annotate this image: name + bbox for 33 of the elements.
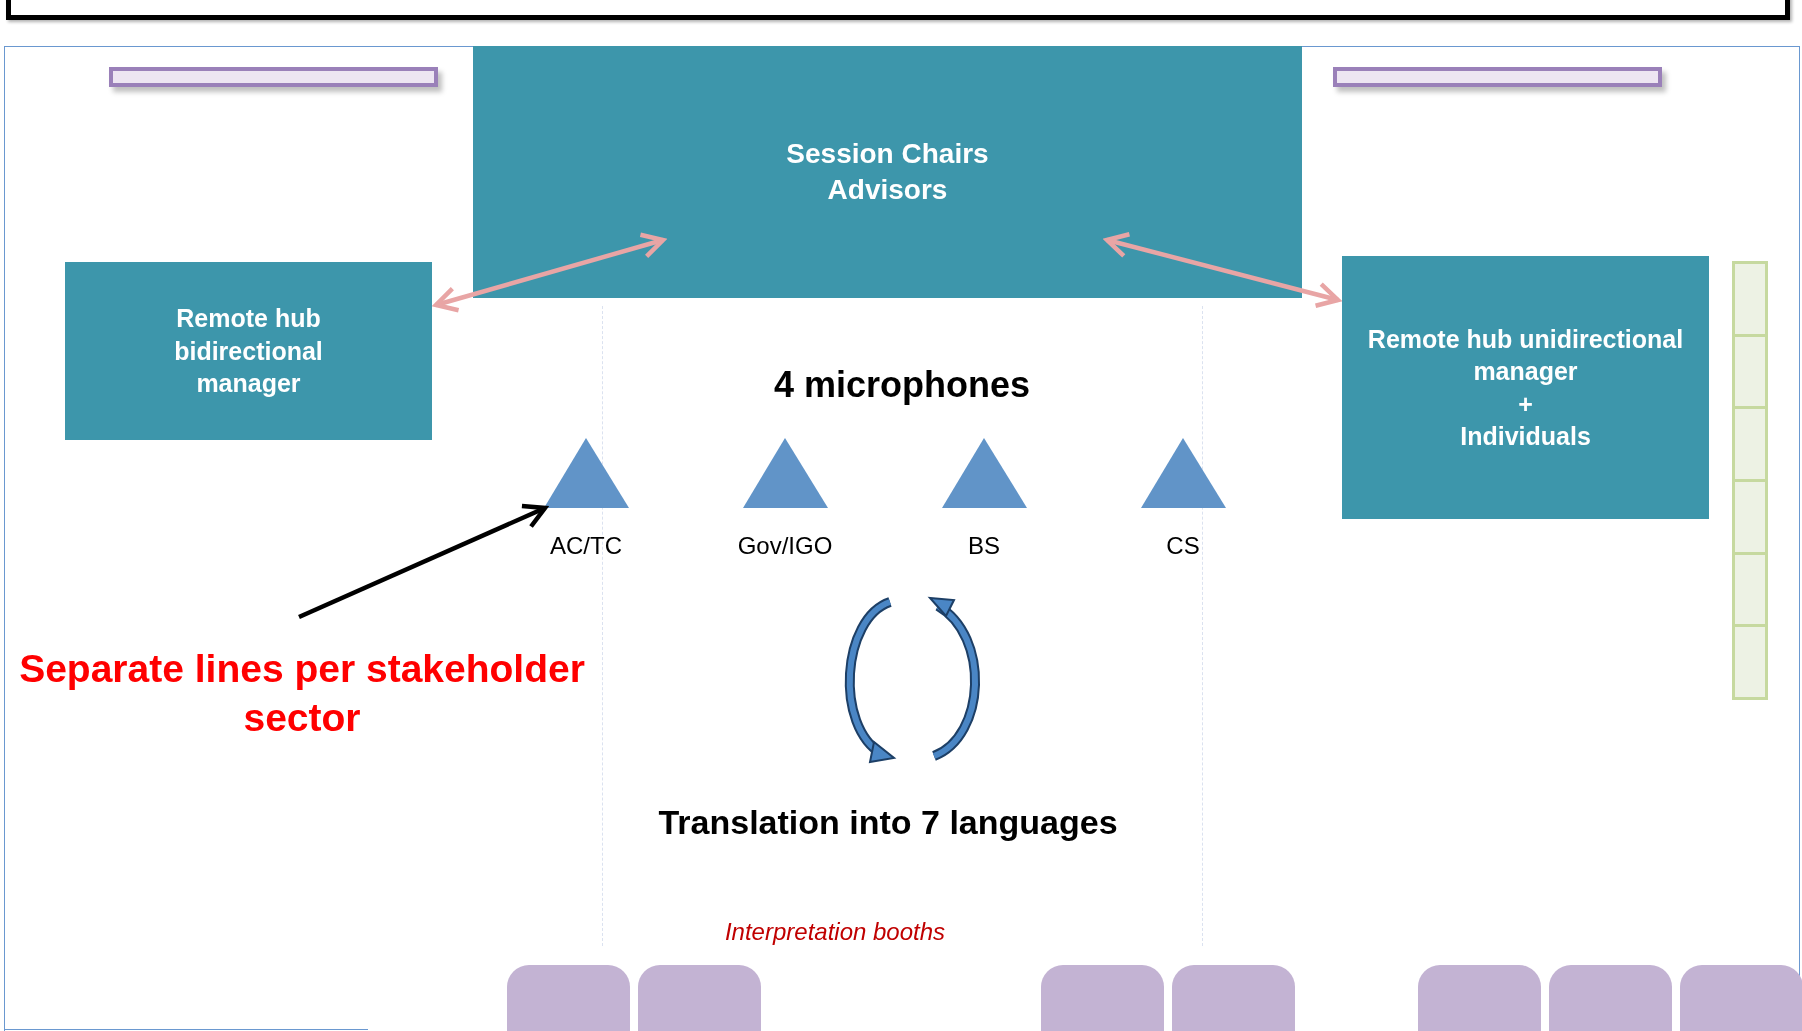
microphone-triangle [743, 438, 828, 508]
heading-text: Translation into 7 languages [657, 803, 1119, 842]
screen-bar [6, 0, 1790, 20]
microphone-label: CS [1165, 532, 1201, 560]
box-text: + [1518, 388, 1533, 420]
interpretation-booth [638, 965, 761, 1031]
microphone-label: BS [967, 532, 1001, 560]
role-box [1342, 256, 1709, 519]
box-text: Individuals [1460, 421, 1591, 452]
note-text: Interpretation booths [723, 918, 947, 946]
heading-text: 4 microphones [772, 364, 1032, 406]
interpretation-booth [1418, 965, 1541, 1031]
microphone-label: Gov/IGO [736, 532, 834, 560]
double-arrow [298, 503, 548, 620]
interpretation-booth [1172, 965, 1295, 1031]
interpretation-booth [1549, 965, 1672, 1031]
double-arrow [433, 232, 666, 313]
double-arrow [1104, 231, 1341, 309]
role-box [473, 46, 1302, 298]
role-box [65, 262, 432, 440]
callout-text: Separate lines per stakeholder sector [2, 645, 602, 743]
microphone-label: AC/TC [549, 532, 623, 560]
microphone-triangle [942, 438, 1027, 508]
interpretation-booth [1041, 965, 1164, 1031]
interpretation-booth [507, 965, 630, 1031]
box-text: Session Chairs Advisors [785, 136, 990, 207]
table-bar [1333, 67, 1662, 87]
box-text: Remote hub bidirectional manager [173, 303, 324, 400]
microphone-triangle [544, 438, 629, 508]
box-text: Remote hub unidirectional manager [1366, 323, 1685, 387]
interpretation-booth [1680, 965, 1802, 1031]
microphone-triangle [1141, 438, 1226, 508]
table-bar [109, 67, 438, 87]
